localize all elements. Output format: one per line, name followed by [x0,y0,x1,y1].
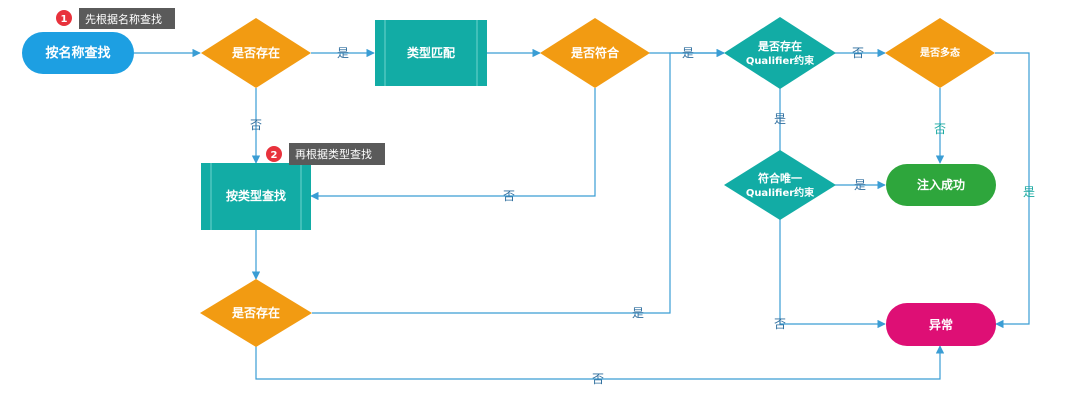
edge-unique-to-exception [779,219,886,329]
node-start: 按名称查找 [22,32,134,74]
node-polymorphic: 是否多态 [885,18,995,88]
node-conforms-label: 是否符合 [570,45,620,60]
step1-tooltip [79,8,175,29]
step2-badge-number: 2 [271,150,278,161]
node-inject-success: 注入成功 [886,164,996,206]
node-find-by-type: 按类型查找 [201,163,311,230]
edge-label-polymorphic-no: 否 [934,122,946,136]
node-conforms: 是否符合 [540,18,650,88]
node-exists2-label: 是否存在 [231,305,280,320]
node-qualifier-exists-line1: 是否存在 [757,39,802,53]
edge-label-conforms-yes: 是 [682,46,694,60]
edges [134,48,1030,380]
edge-conforms-to-findbytype [310,88,596,201]
step2-tooltip [289,143,385,165]
edge-label-unique-yes: 是 [854,178,866,192]
step1-badge [56,10,72,26]
annotation-step2: 2 再根据类型查找 [266,143,385,165]
edge-label-polymorphic-yes: 是 [1023,185,1035,199]
edge-exists2-to-qualifier [312,48,725,314]
edge-label-exists2-no: 否 [592,372,604,386]
edge-label-qualifier-no: 否 [852,46,864,60]
edge-labels: 是 否 是 否 否 是 否 是 是 否 是 否 [250,46,1035,386]
node-qualifier-exists-line2: Qualifier约束 [746,54,815,67]
node-exists1-label: 是否存在 [231,45,280,60]
edge-label-qualifier-yes: 是 [774,112,786,126]
step2-badge [266,146,282,162]
node-exception: 异常 [886,303,996,346]
node-polymorphic-label: 是否多态 [919,46,960,59]
edge-label-unique-no: 否 [774,317,786,331]
node-exception-label: 异常 [929,317,953,332]
node-unique-qualifier: 符合唯一 Qualifier约束 [724,150,836,220]
edge-label-exists2-yes: 是 [632,306,644,320]
edge-label-exists1-yes: 是 [337,46,349,60]
node-start-label: 按名称查找 [45,45,110,61]
node-inject-success-label: 注入成功 [917,177,965,192]
edge-label-exists1-no: 否 [250,118,262,132]
step2-tooltip-text: 再根据类型查找 [295,147,372,161]
node-type-match: 类型匹配 [375,20,487,86]
node-find-by-type-label: 按类型查找 [226,188,286,203]
step1-badge-number: 1 [61,14,68,25]
edge-exists2-to-exception [255,345,945,380]
node-type-match-label: 类型匹配 [407,45,455,60]
node-exists1: 是否存在 [201,18,311,88]
node-exists2: 是否存在 [200,279,312,347]
edge-label-conforms-no: 否 [503,189,515,203]
step1-tooltip-text: 先根据名称查找 [85,12,162,26]
edge-polymorphic-to-exception [995,52,1030,329]
node-unique-qualifier-line2: Qualifier约束 [746,186,815,199]
annotation-step1: 1 先根据名称查找 [56,8,175,29]
node-qualifier-exists: 是否存在 Qualifier约束 [724,17,836,89]
node-unique-qualifier-line1: 符合唯一 [758,171,802,185]
